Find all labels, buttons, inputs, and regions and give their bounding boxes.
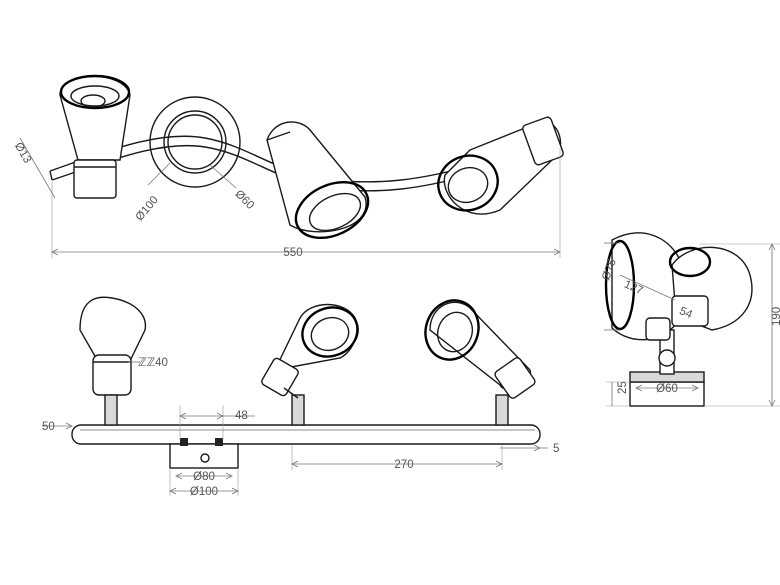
side-canopy xyxy=(629,371,705,407)
front-tube xyxy=(71,424,541,445)
front-canopy xyxy=(169,438,239,469)
top-spot-3 xyxy=(437,116,564,215)
side-view: Ø75 127 54 190 25 Ø60 xyxy=(600,232,780,407)
holder-label: 54 xyxy=(677,305,694,321)
canopy-outer-label-top: Ø100 xyxy=(134,194,161,223)
front-spot-1 xyxy=(79,296,147,426)
top-canopy xyxy=(149,96,241,188)
front-spot-2 xyxy=(261,303,359,426)
curved-bar xyxy=(49,135,471,183)
canopy-inner-label-top: Ø60 xyxy=(232,188,256,212)
tube-offset-label: 50 xyxy=(42,421,55,433)
top-spot-1 xyxy=(59,74,131,199)
bar-diameter-label: Ø13 xyxy=(12,141,33,166)
shade-label: ℤℤ40 xyxy=(138,357,168,369)
height-label: 190 xyxy=(771,307,780,326)
canopy-height-label: 25 xyxy=(617,381,629,394)
end-offset-label: 5 xyxy=(553,443,559,455)
top-spot-2 xyxy=(266,121,370,239)
front-spot-3 xyxy=(424,299,536,426)
canopy-inner-label-front: Ø80 xyxy=(193,471,215,483)
spot-spacing-label: 270 xyxy=(394,459,413,471)
front-view: 50 48 270 5 ℤℤ40 Ø80 Ø100 xyxy=(42,296,559,498)
canopy-outer-label-front: Ø100 xyxy=(190,486,218,498)
length-label: 550 xyxy=(283,247,302,259)
canopy-width-label: 48 xyxy=(235,410,248,422)
canopy-label-side: Ø60 xyxy=(656,383,678,395)
top-view: 550 Ø13 Ø100 Ø60 xyxy=(12,74,564,259)
side-shade-right xyxy=(668,246,753,331)
